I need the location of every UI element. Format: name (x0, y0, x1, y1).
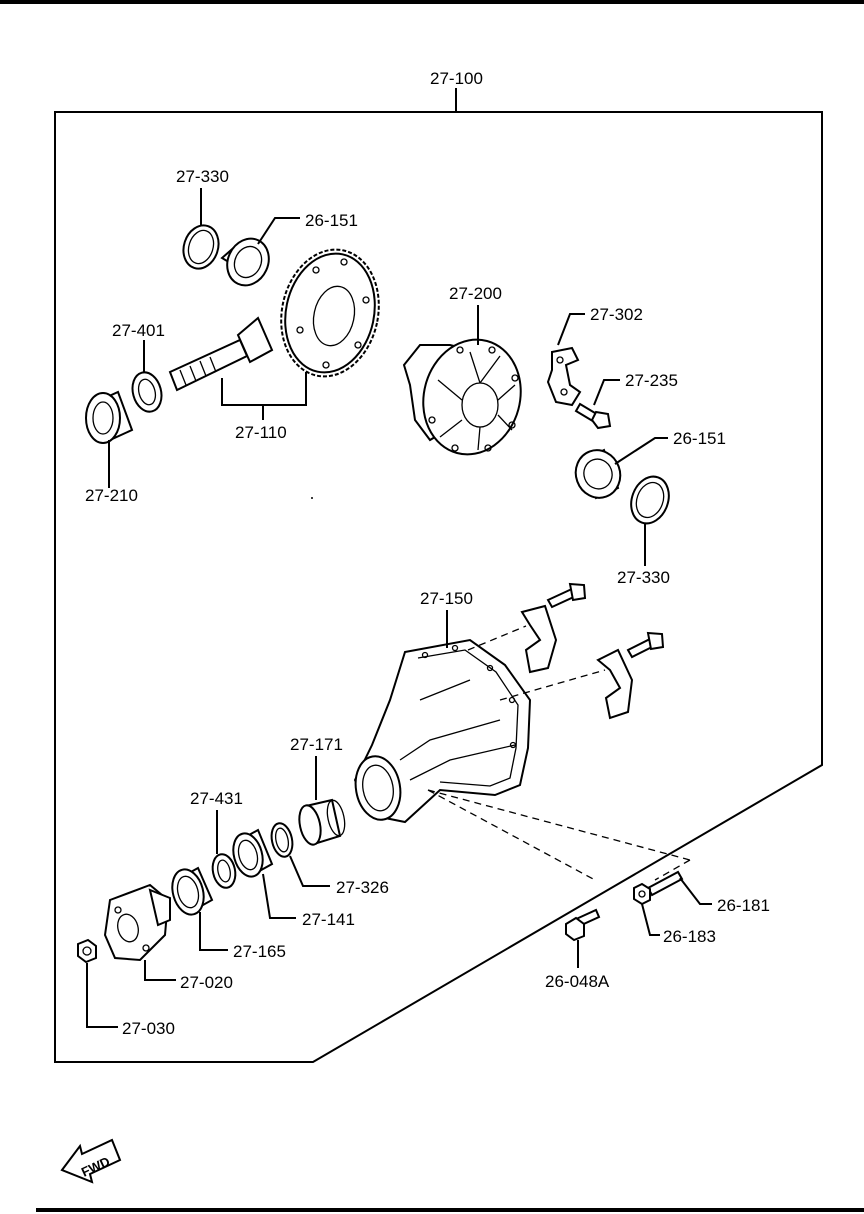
spacer-27-401 (131, 371, 163, 413)
label-27-401: 27-401 (112, 321, 165, 340)
bolt-27-235 (574, 402, 612, 430)
nut-26-183 (633, 882, 651, 906)
label-27-020: 27-020 (180, 973, 233, 992)
oil-seal-27-165 (171, 866, 214, 916)
label-27-210: 27-210 (85, 486, 138, 505)
bolt-26-048A (565, 908, 601, 942)
label-26-048A: 26-048A (545, 972, 610, 991)
label-27-165: 27-165 (233, 942, 286, 961)
shim-27-431 (211, 853, 237, 889)
assembly-frame (54, 111, 823, 1063)
label-26-151-top: 26-151 (305, 211, 358, 230)
spacer-ring-27-326 (270, 822, 294, 858)
shim-ring-27-330-right (630, 475, 670, 525)
collapsible-spacer-27-171 (298, 798, 346, 846)
label-27-150: 27-150 (420, 589, 473, 608)
lock-plate-27-302 (546, 346, 582, 407)
label-26-151-right: 26-151 (673, 429, 726, 448)
label-27-200: 27-200 (449, 284, 502, 303)
label-27-330-top: 27-330 (176, 167, 229, 186)
differential-case-27-200 (402, 338, 522, 456)
bearing-27-141 (232, 828, 274, 878)
pinion-and-ring-gear-27-110 (168, 248, 380, 392)
bearing-cap-lower (596, 631, 665, 720)
label-27-030: 27-030 (122, 1019, 175, 1038)
companion-flange-27-020 (103, 883, 171, 962)
lock-nut-27-030 (77, 938, 97, 964)
carrier-housing-27-150 (353, 638, 532, 824)
label-27-302: 27-302 (590, 305, 643, 324)
label-26-183: 26-183 (663, 927, 716, 946)
bearing-27-210 (85, 390, 134, 444)
stray-dot (311, 497, 313, 499)
label-27-100: 27-100 (430, 69, 483, 88)
label-27-171: 27-171 (290, 735, 343, 754)
bearing-26-151-right (574, 448, 622, 500)
bearing-cap-upper (520, 582, 587, 674)
label-27-141: 27-141 (302, 910, 355, 929)
label-27-431: 27-431 (190, 789, 243, 808)
label-27-330-right: 27-330 (617, 568, 670, 587)
forward-arrow-icon: FWD (60, 1138, 122, 1184)
label-27-235: 27-235 (625, 371, 678, 390)
bearing-26-151-top (220, 237, 270, 287)
label-27-326: 27-326 (336, 878, 389, 897)
shim-ring-27-330-top (182, 224, 220, 270)
stud-bolt-26-181 (646, 870, 684, 897)
label-26-181: 26-181 (717, 896, 770, 915)
label-27-110: 27-110 (235, 423, 287, 442)
